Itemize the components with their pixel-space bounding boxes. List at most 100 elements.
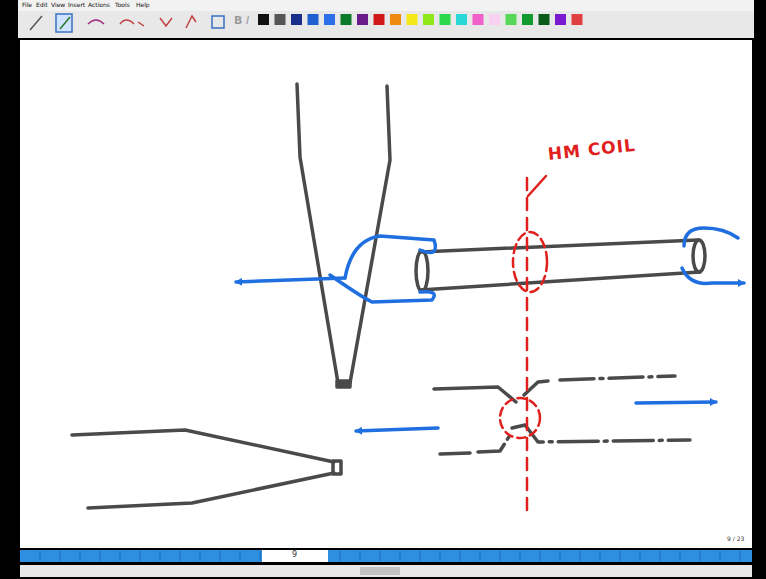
- neck-top-right: [524, 376, 675, 395]
- canvas: [20, 40, 752, 548]
- menu-item: View: [51, 2, 65, 8]
- toolbar-button: I: [246, 15, 249, 26]
- taper-top-edge: [72, 430, 334, 462]
- rod-bottom-edge: [420, 272, 700, 290]
- current-page-gap: [262, 550, 328, 562]
- page-tick: [520, 551, 521, 561]
- arrow-right: [636, 402, 716, 403]
- color-swatch: [522, 14, 533, 25]
- pipette-left-wall: [297, 84, 338, 383]
- page-tick: [180, 551, 181, 561]
- right-clamp-upper: [684, 228, 738, 246]
- page-tick: [600, 551, 601, 561]
- toolbar: [18, 11, 754, 38]
- color-swatch: [423, 14, 434, 25]
- page-tick: [640, 551, 641, 561]
- color-swatch: [489, 14, 500, 25]
- page-tick: [380, 551, 381, 561]
- page-tick: [200, 551, 201, 561]
- page-tick: [620, 551, 621, 561]
- pipette-right-wall: [350, 86, 390, 383]
- coil-leader: [528, 176, 546, 196]
- arrow-icon: [186, 16, 196, 28]
- eraser-icon: [88, 20, 104, 24]
- page-tick: [440, 551, 441, 561]
- color-swatch: [291, 14, 302, 25]
- color-swatch: [308, 14, 319, 25]
- pen-icon: [30, 16, 42, 30]
- page-tick: [680, 551, 681, 561]
- neck-bottom-left: [440, 432, 512, 454]
- pull-arrow-left: [236, 278, 345, 282]
- color-swatch: [572, 14, 583, 25]
- insert-icon: [160, 18, 172, 26]
- page-counter: 9 / 23: [727, 536, 744, 542]
- color-swatch: [258, 14, 269, 25]
- taper-tip: [333, 461, 341, 474]
- arrow-left: [356, 428, 438, 431]
- scrollbar: [20, 565, 752, 577]
- box-icon: [212, 16, 224, 28]
- page-tick: [120, 551, 121, 561]
- page-bar: [20, 550, 752, 577]
- page-tick: [220, 551, 221, 561]
- lasso-icon: [120, 20, 144, 26]
- page-number: 9: [292, 551, 297, 559]
- left-clamp-lower: [330, 275, 434, 302]
- pull-arrow-right: [682, 268, 744, 283]
- page-tick: [580, 551, 581, 561]
- menu-item: Tools: [115, 2, 130, 8]
- scroll-thumb: [360, 567, 400, 575]
- toolbar-button: B: [234, 15, 242, 26]
- page-tick: [140, 551, 141, 561]
- color-swatch: [374, 14, 385, 25]
- page-strip: [20, 550, 752, 562]
- page-tick: [460, 551, 461, 561]
- page-tick: [400, 551, 401, 561]
- page-tick: [160, 551, 161, 561]
- page-tick: [260, 551, 261, 561]
- page-tick: [660, 551, 661, 561]
- page-tick: [340, 551, 341, 561]
- color-swatch: [341, 14, 352, 25]
- menu-bar: [18, 0, 754, 11]
- color-swatch: [555, 14, 566, 25]
- menu-item: Help: [136, 2, 150, 8]
- color-swatch: [324, 14, 335, 25]
- page-tick: [500, 551, 501, 561]
- page-tick: [740, 551, 741, 561]
- color-swatch: [357, 14, 368, 25]
- menu-item: Edit: [36, 2, 48, 8]
- pipette-tip: [337, 381, 350, 387]
- page-tick: [560, 551, 561, 561]
- page-tick: [720, 551, 721, 561]
- rod-top-edge: [420, 240, 698, 252]
- color-swatch: [539, 14, 550, 25]
- coil-axis: [526, 178, 529, 515]
- page-tick: [100, 551, 101, 561]
- neck-top-left: [434, 387, 516, 402]
- page-tick: [480, 551, 481, 561]
- menu-item: Actions: [88, 2, 110, 8]
- page-tick: [540, 551, 541, 561]
- neck-bottom-right: [512, 425, 690, 442]
- page-tick: [60, 551, 61, 561]
- color-swatch: [390, 14, 401, 25]
- color-swatch: [506, 14, 517, 25]
- page-ticks: [40, 551, 740, 561]
- menu-item: Insert: [68, 2, 85, 8]
- highlighter-icon: [60, 17, 70, 29]
- hm-coil-loop-lower: [500, 398, 540, 438]
- color-swatch: [275, 14, 286, 25]
- color-swatch: [473, 14, 484, 25]
- page-tick: [420, 551, 421, 561]
- hm-coil-loop: [513, 232, 547, 292]
- menu-item: File: [22, 2, 32, 8]
- page-tick: [240, 551, 241, 561]
- taper-bottom-edge: [88, 473, 334, 508]
- page-tick: [80, 551, 81, 561]
